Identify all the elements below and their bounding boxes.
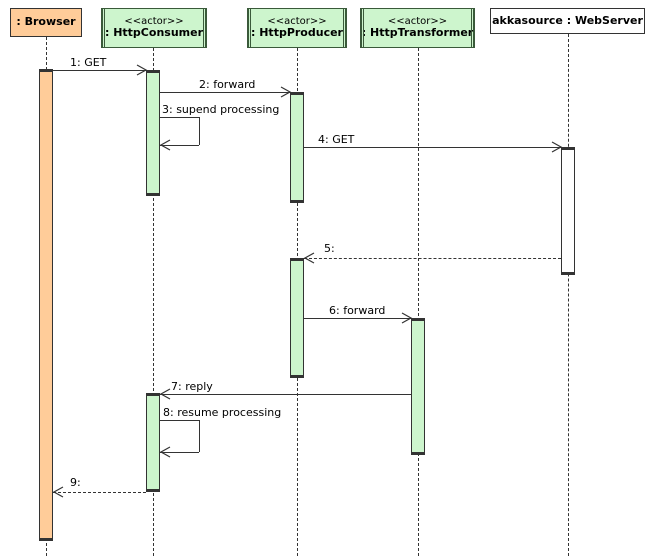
message-arrowhead [401,312,413,324]
participant-webserver[interactable]: akkasource : WebServer [490,8,645,34]
message-line-3 [160,117,199,118]
message-line-9 [53,492,146,493]
message-arrowhead [280,86,292,98]
message-label-8: 8: resume processing [163,406,282,419]
participant-browser[interactable]: : Browser [10,8,82,37]
participant-httptransformer[interactable]: <<actor>>: HttpTransformer [360,8,475,48]
participant-name-browser: : Browser [16,15,76,29]
activation-bar-httpproducer [290,92,304,203]
activation-bar-httpproducer [290,258,304,378]
message-line-4 [304,147,561,148]
participant-stereotype-httpproducer: <<actor>> [267,15,327,27]
message-line-1 [46,70,146,71]
participant-stereotype-httpconsumer: <<actor>> [124,15,184,27]
participant-box-httptransformer: <<actor>>: HttpTransformer [360,8,475,48]
participant-name-httpconsumer: : HttpConsumer [104,26,203,40]
participant-httpproducer[interactable]: <<actor>>: HttpProducer [247,8,347,48]
message-line-6 [304,318,411,319]
message-label-9: 9: [70,476,81,489]
message-line-return-8 [160,452,199,453]
participant-name-httptransformer: : HttpTransformer [361,26,474,40]
message-label-7: 7: reply [171,380,213,393]
message-arrowhead [159,446,171,458]
activation-bar-webserver [561,147,575,275]
message-label-5: 5: [324,242,335,255]
activation-bar-httpconsumer [146,70,160,196]
lifeline-webserver [568,34,569,556]
message-arrowhead [52,486,64,498]
message-line-7 [160,394,411,395]
message-label-2: 2: forward [199,78,256,91]
participant-httpconsumer[interactable]: <<actor>>: HttpConsumer [101,8,207,48]
participant-stereotype-httptransformer: <<actor>> [387,15,448,27]
message-line-return-3 [160,145,199,146]
message-line-8 [160,420,199,421]
message-label-4: 4: GET [318,133,355,146]
message-label-1: 1: GET [70,56,107,69]
participant-box-httpconsumer: <<actor>>: HttpConsumer [101,8,207,48]
activation-bar-browser [39,69,53,541]
participant-box-httpproducer: <<actor>>: HttpProducer [247,8,347,48]
message-line-2 [160,92,290,93]
message-line-vertical-8 [199,420,200,452]
participant-box-webserver: akkasource : WebServer [490,8,645,34]
participant-box-browser: : Browser [10,8,82,37]
message-arrowhead [159,388,171,400]
message-arrowhead [303,252,315,264]
lifeline-httptransformer [418,48,419,556]
activation-bar-httptransformer [411,318,425,455]
message-line-5 [304,258,561,259]
message-label-6: 6: forward [329,304,386,317]
activation-bar-httpconsumer [146,393,160,492]
participant-name-httpproducer: : HttpProducer [251,26,343,40]
message-label-3: 3: supend processing [162,103,280,116]
participant-name-webserver: akkasource : WebServer [492,13,643,27]
message-line-vertical-3 [199,117,200,145]
lifeline-httpconsumer [153,48,154,556]
message-arrowhead [136,64,148,76]
message-arrowhead [551,141,563,153]
message-arrowhead [159,139,171,151]
